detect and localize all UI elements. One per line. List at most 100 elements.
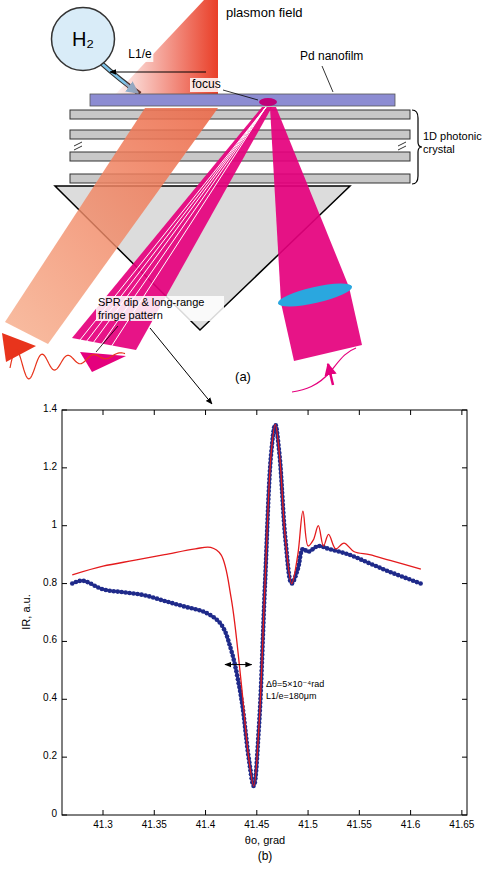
axis-tick [359,410,360,415]
measured-point [182,604,187,609]
measured-point [297,559,302,564]
tick-label: 41.3 [93,819,112,831]
measured-point [162,599,167,604]
measured-point [317,544,322,549]
tick-label: 41.65 [449,819,474,831]
measured-point [236,681,241,686]
pointer-arrow [150,328,212,404]
axis-tick [103,810,104,815]
measured-point [139,592,144,597]
measured-point [189,606,194,611]
measured-point [107,588,112,593]
reflected-beam [72,107,272,350]
axis-tick [62,699,67,700]
tick-label: 41.4 [196,819,215,831]
axis-tick [462,757,467,758]
axis-tick [62,467,67,468]
measured-point [143,593,148,598]
measured-point [174,602,179,607]
dimension-label: L1/e=180μm [264,691,318,701]
measured-point [170,601,175,606]
measured-point [178,603,183,608]
measured-point [119,590,124,595]
tick-label: 0.6 [43,634,57,646]
part-label: 1D photonic crystal [423,130,485,155]
bracket [412,110,422,184]
tick-label: 41.35 [142,819,167,831]
axis-tick [205,410,206,415]
dimension-label: Δθ=5×10⁻⁴rad [264,679,326,689]
balloon-shape [52,8,115,71]
panel-label: (a) [235,370,251,385]
incident-beam [270,107,349,303]
axis-tick [462,699,467,700]
panel-label: (b) [258,850,273,864]
measured-point [297,563,302,568]
axis-tick [154,810,155,815]
tick-label: 1.4 [43,403,57,415]
tick-label: 1.2 [43,461,57,473]
tick-label: 0.8 [43,577,57,589]
gas-label: H₂ [72,28,94,51]
width-arrow [225,664,252,665]
measured-point [100,587,105,592]
part-label: focus [190,78,223,92]
reflected-arrowhead [80,352,126,372]
measured-point [111,589,116,594]
focusing-lens [276,279,354,311]
measured-point [193,607,198,612]
axis-title: θo, grad [245,834,285,847]
fringe-lines [80,107,266,347]
measured-point [418,581,423,586]
tick-label: 41.55 [347,819,372,831]
axis-tick [103,410,104,415]
axis-tick [308,810,309,815]
part-label: plasmon field [226,6,303,21]
focus-spot [259,98,277,106]
measured-point [235,673,240,678]
axis-tick [62,757,67,758]
axis-tick [256,810,257,815]
measured-point [232,661,237,666]
measured-point [115,589,120,594]
axis-tick [62,583,67,584]
axis-tick [62,641,67,642]
measured-point [236,677,241,682]
axis-tick [462,525,467,526]
measured-point [329,547,334,552]
measured-point [233,665,238,670]
fringe-profile [10,350,125,379]
axis-tick [410,410,411,415]
axis-tick [154,410,155,415]
axis-tick [359,810,360,815]
part-label: Pd nanofilm [300,50,363,64]
axis-tick [462,410,467,411]
measured-point [230,653,235,658]
measured-point [77,579,82,584]
tick-label: 0.4 [43,692,57,704]
axis-tick [410,810,411,815]
measured-point [131,591,136,596]
measured-point [185,605,190,610]
incident-profile [292,348,356,392]
chart-layer [62,410,467,815]
tick-label: 0.2 [43,750,57,762]
measured-point [229,650,234,655]
measured-point [336,549,341,554]
tick-label: 0 [51,808,57,820]
plasmon-arrowhead [2,333,36,362]
measured-point [104,588,109,593]
decay-length-arrow [110,72,206,73]
leader-line [322,66,333,92]
measured-curve [72,424,421,786]
axis-tick [256,410,257,415]
axis-tick [461,810,462,815]
measured-point [135,592,140,597]
axis-tick [62,815,67,816]
tick-label: 41.6 [401,819,420,831]
measured-point [298,555,303,560]
theory-curve [72,424,421,786]
axis-tick [62,410,67,411]
